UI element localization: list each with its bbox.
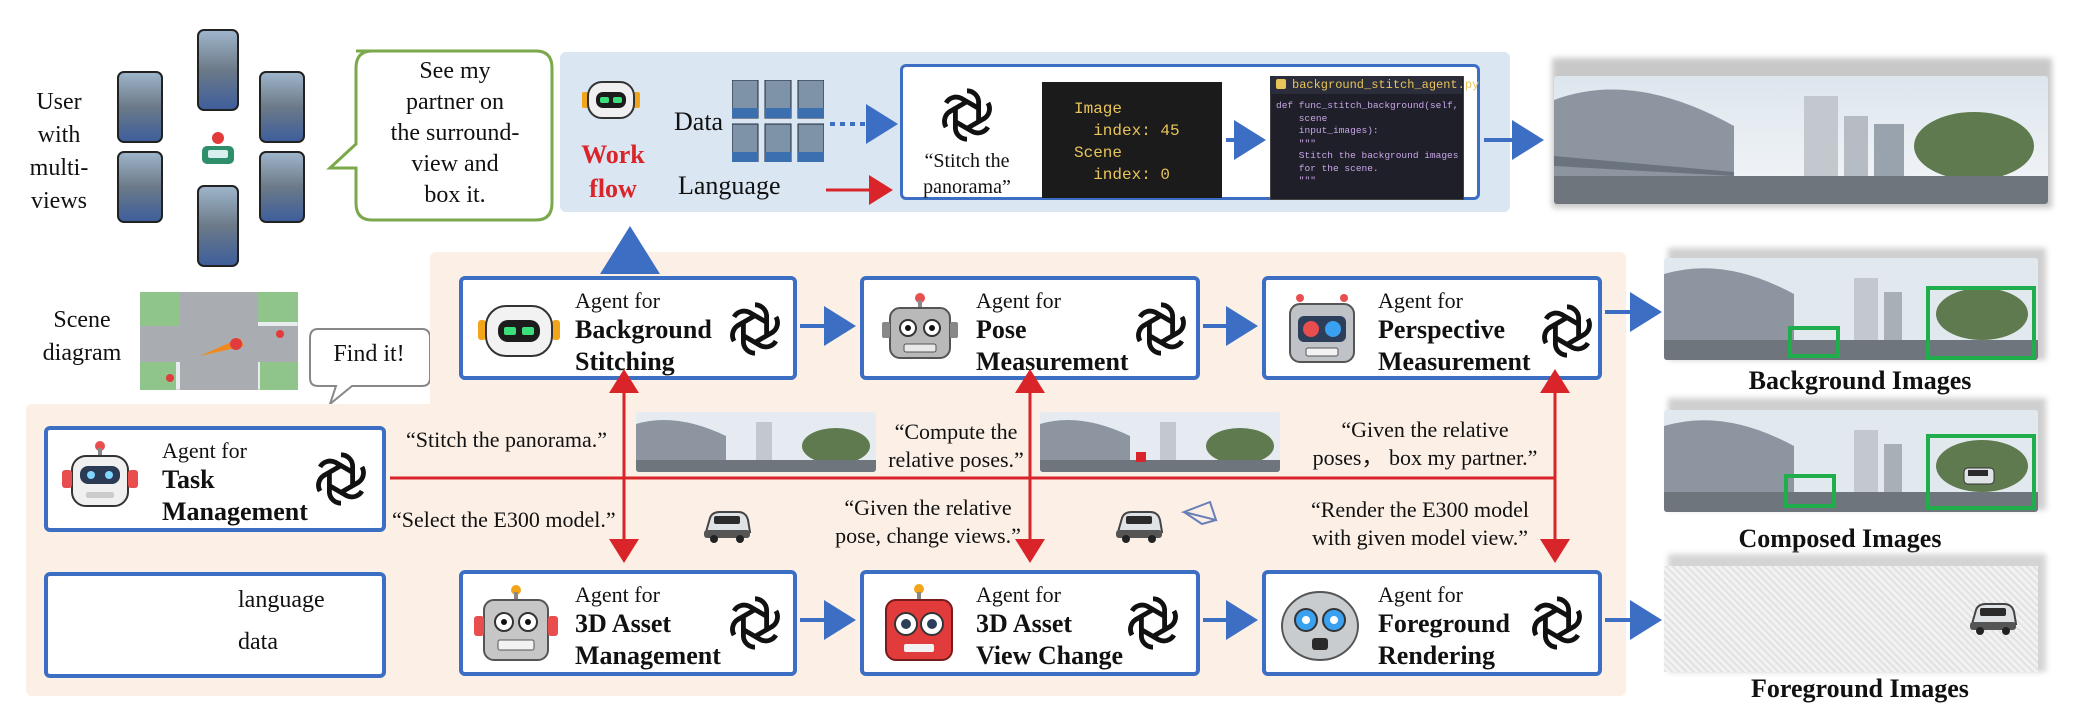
openai-logo-icon xyxy=(942,88,992,142)
robot-icon-rendering xyxy=(1281,591,1359,661)
stitched-panorama-image xyxy=(1554,76,2048,204)
composed-images xyxy=(1664,410,2038,512)
agent-title: Task Management xyxy=(162,465,308,526)
code-file-tab xyxy=(1270,76,1462,94)
camera-view-rear-right xyxy=(259,151,305,223)
car-model-icon xyxy=(704,511,752,543)
foreground-car-icon xyxy=(1970,603,2018,635)
agent-background-stitching[interactable]: Agent for Background Stitching xyxy=(459,276,797,380)
legend-language-label: language xyxy=(238,587,325,613)
detection-box-large xyxy=(1926,286,2036,360)
openai-logo-icon xyxy=(1128,596,1178,650)
detection-box-small xyxy=(1784,474,1836,508)
ego-car-icon xyxy=(202,132,234,164)
message-poses: “Compute the relative poses.” xyxy=(888,419,1024,472)
openai-logo-icon xyxy=(730,302,780,356)
message-render: “Render the E300 model with given model … xyxy=(1310,497,1530,550)
agent-label: Agent for xyxy=(976,288,1061,313)
workflow-language-label: Language xyxy=(678,171,781,200)
robot-icon-background xyxy=(478,305,560,357)
message-change-views: “Given the relative pose, change views.” xyxy=(835,495,1021,548)
message-box-partner: “Given the relative poses， box my partne… xyxy=(1312,417,1538,470)
background-images xyxy=(1664,258,2038,360)
workflow-robot-icon xyxy=(582,81,640,119)
code-file-body: def func_stitch_background(self, scene i… xyxy=(1276,100,1459,186)
openai-logo-icon xyxy=(316,452,366,506)
python-file-icon xyxy=(1276,79,1286,89)
robot-icon-task xyxy=(62,441,138,507)
camera-view-front xyxy=(197,29,239,111)
agent-label: Agent for xyxy=(1378,288,1463,313)
agent-label: Agent for xyxy=(1378,582,1463,607)
user-label: User with multi- views xyxy=(29,89,89,214)
openai-logo-icon xyxy=(1136,302,1186,356)
speech-bubble-2-text: Find it! xyxy=(333,341,405,367)
agent-title: Perspective Measurement xyxy=(1378,315,1531,376)
code-panel-params-text: Image index: 45 Scene index: 0 xyxy=(1074,100,1180,184)
agent-title: Foreground Rendering xyxy=(1378,609,1510,670)
agent-label: Agent for xyxy=(575,582,660,607)
agent-label: Agent for xyxy=(976,582,1061,607)
speech-bubble-1-shape xyxy=(326,49,554,222)
workflow-data-label: Data xyxy=(674,107,724,136)
data-thumbnails xyxy=(732,80,824,162)
robot-icon-asset-management xyxy=(474,585,558,661)
multi-view-cameras xyxy=(117,29,305,267)
agent-title: 3D Asset View Change xyxy=(976,609,1124,670)
speech-bubble-2-shape xyxy=(309,328,431,407)
camera-view-rear-left xyxy=(117,151,163,223)
agent-title: 3D Asset Management xyxy=(575,609,721,670)
code-file-panel xyxy=(1270,76,1464,200)
caption-background-images: Background Images xyxy=(1748,366,1972,395)
caption-foreground-images: Foreground Images xyxy=(1751,674,1969,703)
agent-label: Agent for xyxy=(575,288,660,313)
legend-box xyxy=(44,572,386,678)
openai-logo-icon xyxy=(1532,596,1582,650)
detection-box-small xyxy=(1788,326,1840,358)
scene-diagram-label: Scene diagram xyxy=(42,307,122,366)
speech-bubble-1-text: See my partner on the surround- view and… xyxy=(390,58,520,208)
code-panel-params xyxy=(1042,82,1222,198)
legend-data-label: data xyxy=(238,629,278,655)
openai-logo-icon xyxy=(730,596,780,650)
scene-diagram xyxy=(140,292,298,390)
camera-view-front-left xyxy=(117,71,163,143)
agent-label: Agent for xyxy=(162,438,247,463)
workflow-quote: “Stitch the panorama” xyxy=(923,150,1011,198)
car-model-icon xyxy=(1116,511,1164,543)
workflow-title: Work flow xyxy=(581,140,645,203)
detection-box-large xyxy=(1926,434,2036,510)
camera-frustum-icon xyxy=(1180,500,1218,526)
robot-icon-pose xyxy=(882,293,958,359)
agent-title: Pose Measurement xyxy=(976,315,1129,376)
code-file-name: background_stitch_agent.py xyxy=(1292,78,1480,92)
robot-icon-view-change xyxy=(885,584,953,661)
message-select-model: “Select the E300 model.” xyxy=(392,507,616,532)
panorama-thumbnail-2 xyxy=(1040,412,1280,472)
caption-composed-images: Composed Images xyxy=(1738,524,1942,553)
composed-car-icon xyxy=(1963,467,1995,485)
camera-view-rear xyxy=(197,185,239,267)
message-stitch: “Stitch the panorama.” xyxy=(406,427,607,452)
agent-task-management[interactable]: Agent for Task Management xyxy=(44,426,386,532)
robot-icon-perspective xyxy=(1289,294,1355,363)
openai-logo-icon xyxy=(1542,304,1592,358)
camera-view-front-right xyxy=(259,71,305,143)
panorama-thumbnail-1 xyxy=(636,412,876,472)
